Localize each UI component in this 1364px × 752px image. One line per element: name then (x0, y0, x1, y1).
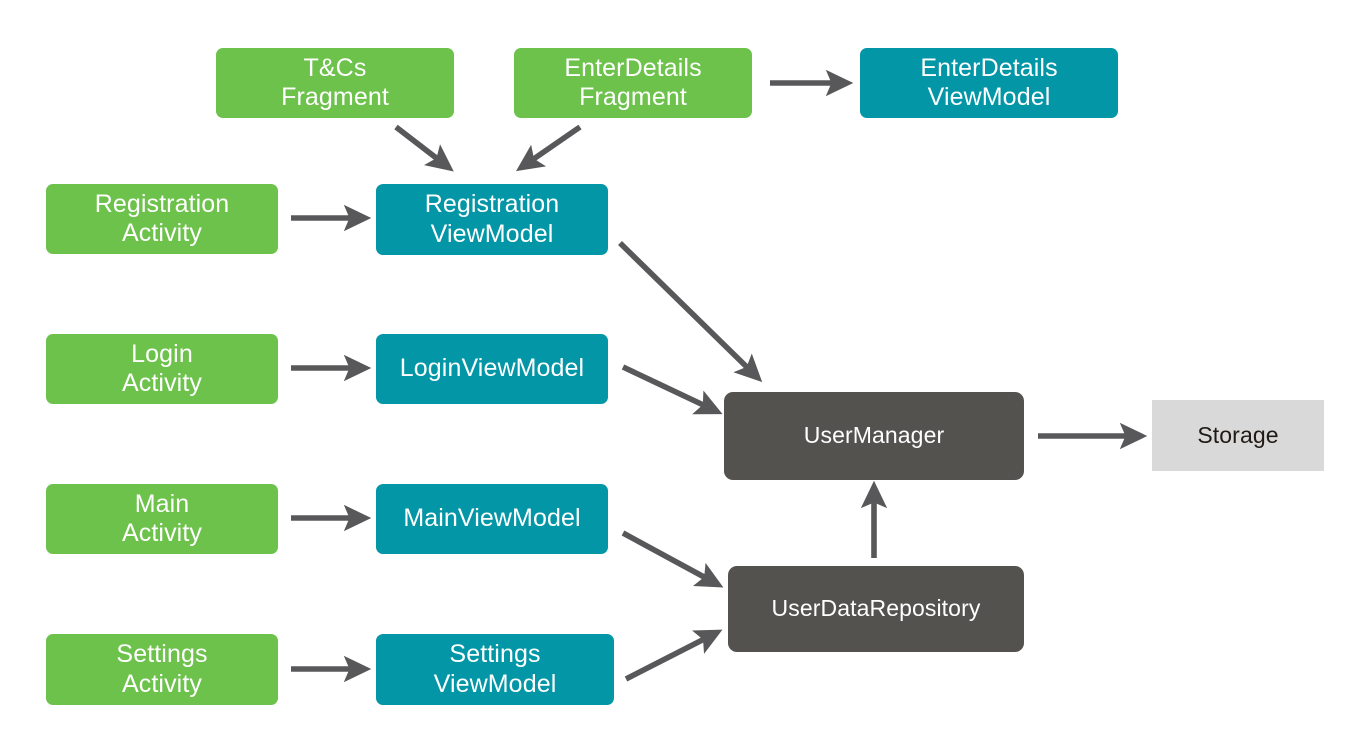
node-registration-viewmodel[interactable]: Registration ViewModel (376, 184, 608, 255)
edge-enterdetails-fragment-to-registration-viewmodel (516, 124, 582, 172)
node-storage[interactable]: Storage (1152, 400, 1324, 471)
edge-registration-viewmodel-to-user-manager (618, 240, 763, 383)
node-login-viewmodel[interactable]: LoginViewModel (376, 334, 608, 404)
node-main-activity[interactable]: Main Activity (46, 484, 278, 554)
node-tcs-fragment[interactable]: T&Cs Fragment (216, 48, 454, 118)
edge-tcs-fragment-to-registration-viewmodel (394, 124, 454, 172)
node-enterdetails-viewmodel[interactable]: EnterDetails ViewModel (860, 48, 1118, 118)
edge-login-viewmodel-to-user-manager (621, 364, 723, 415)
node-settings-viewmodel[interactable]: Settings ViewModel (376, 634, 614, 705)
node-registration-activity[interactable]: Registration Activity (46, 184, 278, 254)
node-main-viewmodel[interactable]: MainViewModel (376, 484, 608, 554)
edge-main-viewmodel-to-user-data-repository (621, 530, 724, 588)
edge-settings-viewmodel-to-user-data-repository (624, 629, 723, 682)
node-settings-activity[interactable]: Settings Activity (46, 634, 278, 705)
node-login-activity[interactable]: Login Activity (46, 334, 278, 404)
node-enterdetails-fragment[interactable]: EnterDetails Fragment (514, 48, 752, 118)
node-user-data-repository[interactable]: UserDataRepository (728, 566, 1024, 652)
node-user-manager[interactable]: UserManager (724, 392, 1024, 480)
